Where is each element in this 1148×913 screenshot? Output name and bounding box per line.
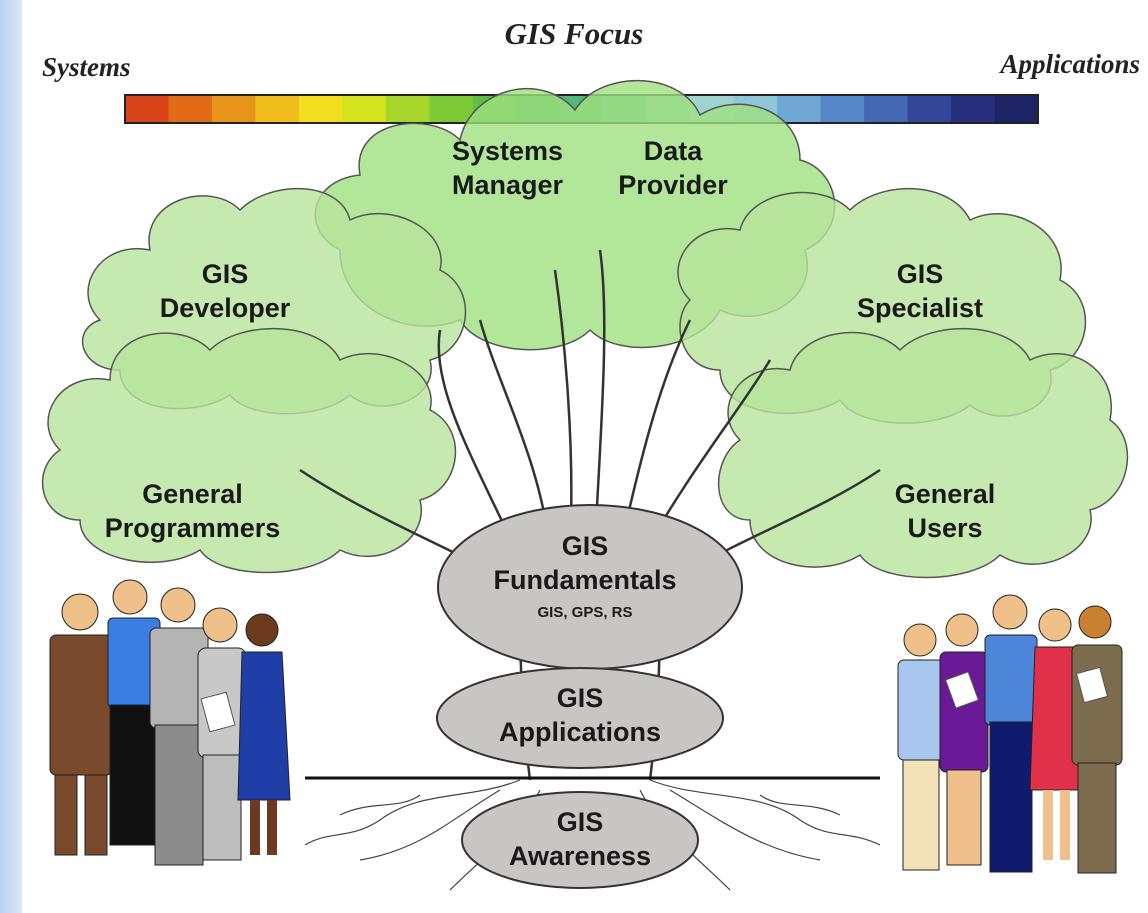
person-navy-suit-icon [984, 594, 1038, 873]
people-group-right-icon [897, 594, 1123, 874]
label-line: Applications [498, 716, 661, 747]
spectrum-segment [125, 95, 170, 123]
person-grey-woman-icon [197, 607, 247, 861]
person-red-dress-icon [1029, 608, 1083, 860]
spectrum-segment [429, 95, 474, 123]
spectrum-segment [907, 95, 952, 123]
spectrum-segment [255, 95, 300, 123]
ellipse-applications [436, 667, 724, 769]
canopy-clouds [41, 79, 1129, 579]
spectrum-segment [820, 95, 865, 123]
person-blue-shirt-icon [107, 579, 161, 846]
label-line: General [142, 479, 243, 509]
label-line: Programmers [104, 512, 281, 543]
label-general-programmers: General Programmers [70, 478, 315, 546]
spectrum-segment [994, 95, 1039, 123]
systems-label: Systems [42, 52, 131, 82]
spectrum-segment [951, 95, 996, 123]
label-gis-awareness: GIS Awareness [480, 806, 680, 874]
label-line: GIS [556, 807, 604, 837]
label-line: GIS [561, 531, 609, 561]
label-gis-applications: GIS Applications [460, 682, 700, 750]
spectrum-segment [342, 95, 387, 123]
spectrum-segment [168, 95, 213, 123]
cloud-general-users [718, 327, 1129, 579]
spectrum-segment [211, 95, 257, 123]
label-gis-developer: GIS Developer [140, 258, 310, 326]
spectrum-segment [385, 95, 430, 123]
label-gis-fundamentals: GIS Fundamentals GIS, GPS, RS [455, 530, 715, 622]
spectrum-segment [298, 95, 343, 123]
slide-edge-strip [0, 0, 22, 913]
label-general-users: General Users [880, 478, 1010, 546]
person-purple-icon [939, 613, 989, 866]
people-group-left-icon [49, 579, 291, 866]
applications-label: Applications [1000, 49, 1140, 79]
label-line: GIS [896, 259, 944, 289]
spectrum-segment [864, 95, 909, 123]
person-olive-suit-icon [1071, 605, 1123, 874]
person-blue-dress-icon [237, 613, 291, 855]
label-line: Manager [451, 169, 564, 200]
label-line: Awareness [508, 840, 652, 871]
label-line: Systems [451, 136, 564, 166]
label-line: Users [907, 512, 983, 543]
label-sub: GIS, GPS, RS [537, 603, 633, 621]
label-line: Specialist [856, 292, 984, 323]
label-systems-manager: Systems Manager [425, 135, 590, 203]
gis-focus-title: GIS Focus [504, 16, 644, 51]
spectrum-segment [777, 95, 822, 123]
label-line: Fundamentals [493, 564, 677, 595]
label-line: Data [643, 136, 703, 166]
person-light-blue-icon [897, 623, 945, 871]
person-brown-suit-icon [49, 593, 113, 856]
label-line: Provider [618, 169, 728, 200]
trunk-ellipses [436, 504, 743, 889]
label-line: GIS [556, 683, 604, 713]
label-data-provider: Data Provider [598, 135, 748, 203]
label-line: Developer [159, 292, 291, 323]
label-gis-specialist: GIS Specialist [840, 258, 1000, 326]
label-line: General [894, 479, 996, 509]
ellipse-awareness [461, 791, 699, 889]
label-line: GIS [201, 259, 249, 289]
cloud-general-programmers [41, 327, 457, 574]
